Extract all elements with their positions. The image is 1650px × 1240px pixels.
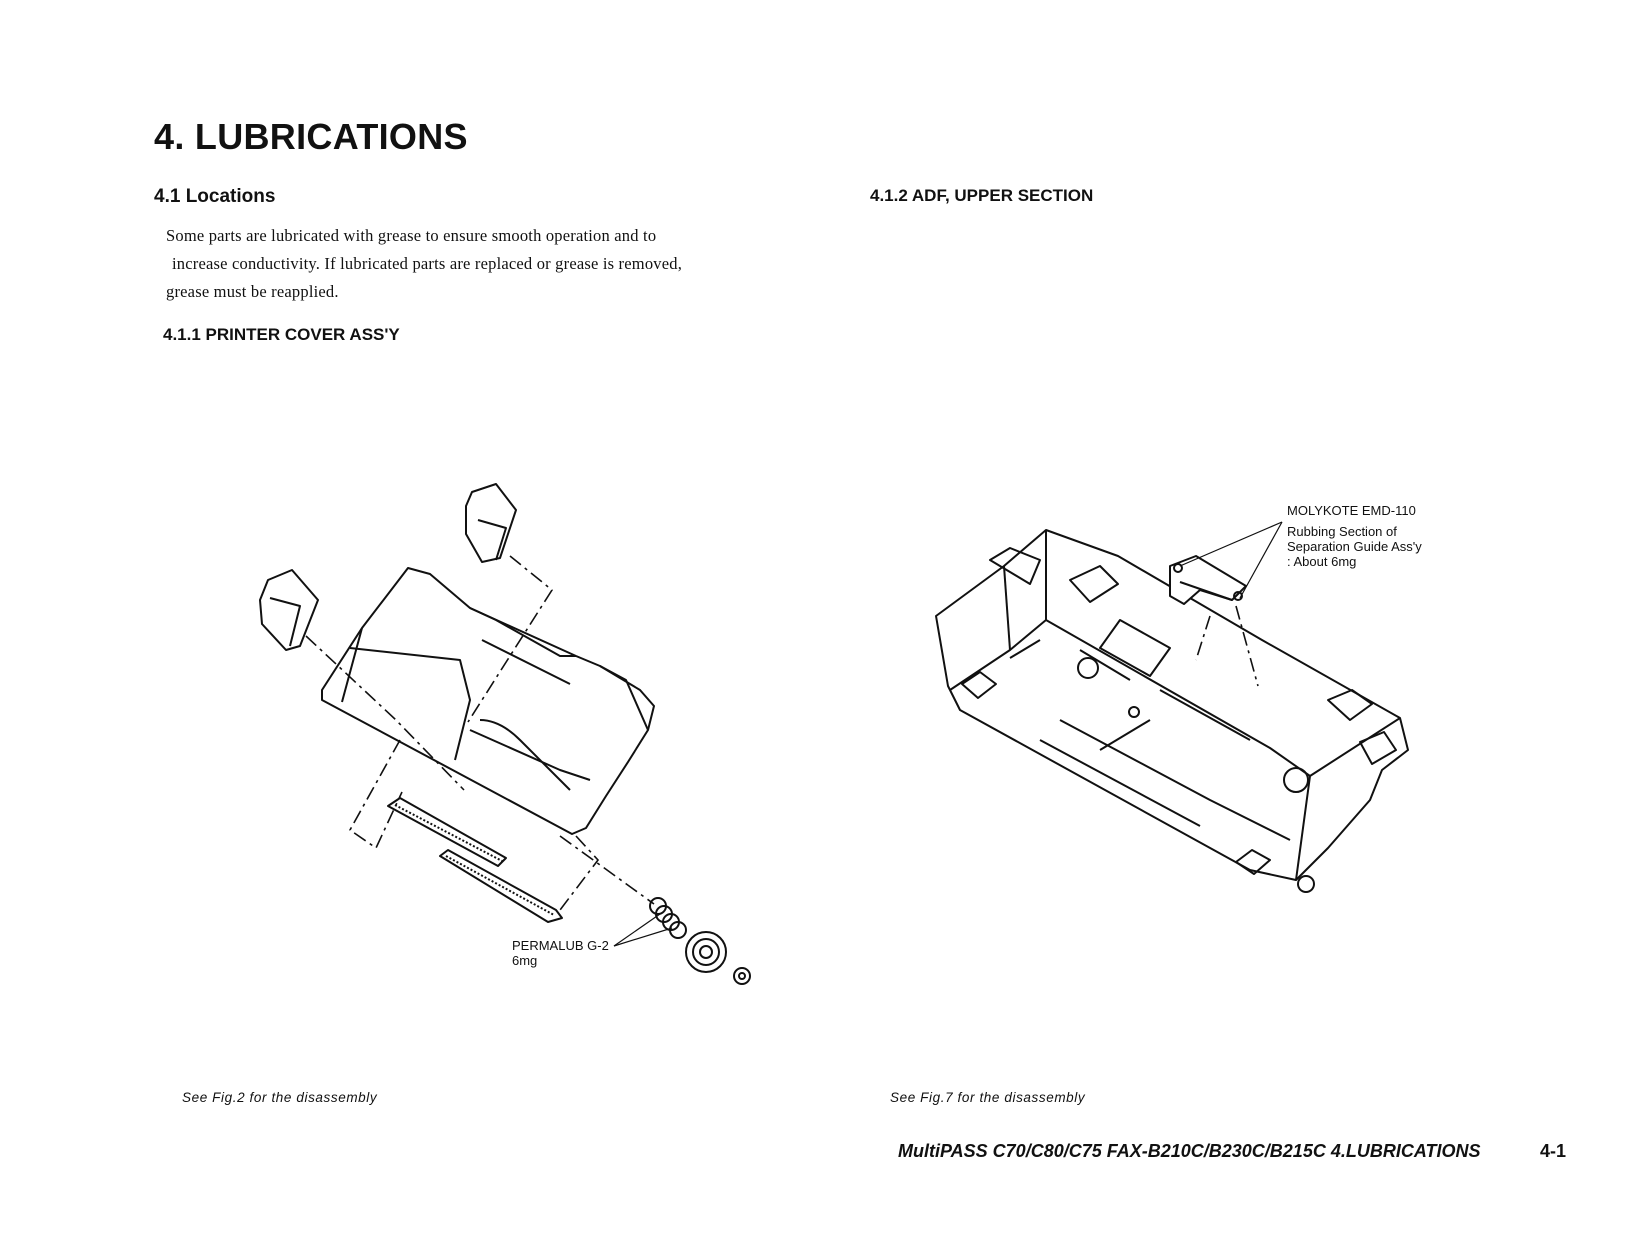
section-heading-printer-cover: 4.1.1 PRINTER COVER ASS'Y [163,325,400,344]
section-heading-adf-upper: 4.1.2 ADF, UPPER SECTION [870,186,1094,205]
spring-coils [649,897,687,939]
printer-cover-body [321,567,655,835]
cover-knob-left [259,569,319,651]
intro-line: increase conductivity. If lubricated par… [172,254,683,273]
intro-line: Some parts are lubricated with grease to… [166,226,657,245]
drive-gear [685,931,727,973]
page-number: 4-1 [1540,1141,1567,1161]
callout-line: Rubbing Section of [1287,524,1397,539]
callout-line: Separation Guide Ass'y [1287,539,1422,554]
adf-frame [935,529,1409,881]
gear-rack-lower [439,849,563,923]
callout-line: : About 6mg [1287,554,1357,569]
section-heading-locations: 4.1 Locations [154,186,276,207]
intro-line: grease must be reapplied. [166,282,339,301]
figure-caption-right: See Fig.7 for the disassembly [890,1090,1086,1105]
intro-paragraph: Some parts are lubricated with grease to… [166,222,760,306]
callout-line: PERMALUB G-2 [512,938,609,953]
callout-line: 6mg [512,953,538,968]
permalub-callout: PERMALUB G-2 6mg [512,938,609,968]
gear-rack-upper [387,797,507,867]
gear-screw [733,967,751,985]
figure-caption-left: See Fig.2 for the disassembly [182,1090,378,1105]
callout-line: MOLYKOTE EMD-110 [1287,503,1416,518]
molykote-callout: MOLYKOTE EMD-110 Rubbing Section of Sepa… [1287,503,1422,569]
footer-title: MultiPASS C70/C80/C75 FAX-B210C/B230C/B2… [898,1141,1481,1161]
chapter-title: 4. LUBRICATIONS [154,116,468,157]
